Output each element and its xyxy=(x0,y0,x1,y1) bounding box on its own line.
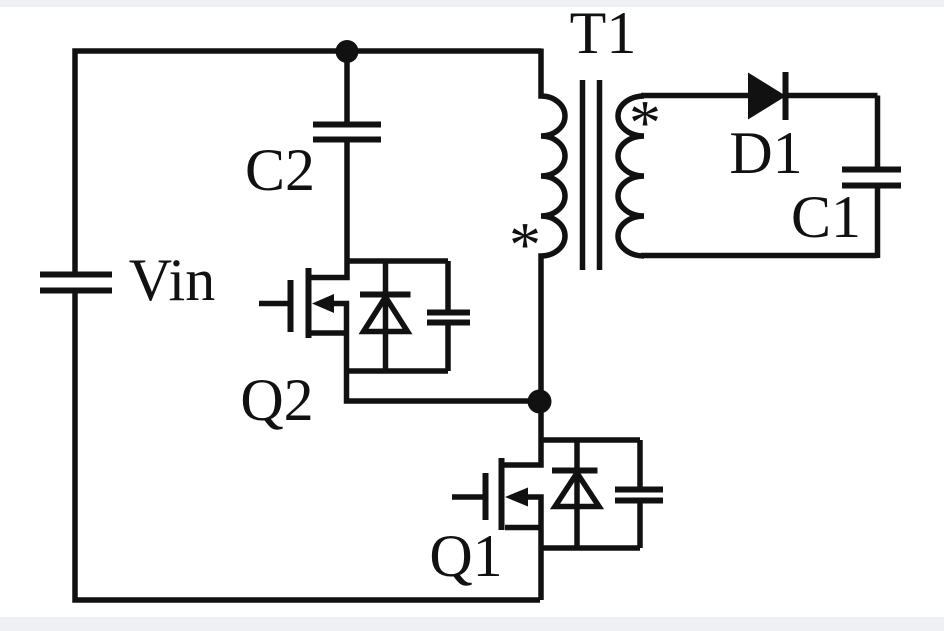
primary-polarity-dot-mark: * xyxy=(509,209,541,280)
q2-body-diode-triangle xyxy=(358,291,413,335)
q2-snubber-box xyxy=(346,258,451,374)
wire-layer xyxy=(72,48,881,603)
transformer-core-lines xyxy=(579,80,603,270)
c2-capacitor-plates xyxy=(313,121,381,143)
q1-label: Q1 xyxy=(429,523,502,589)
bottom-margin-band xyxy=(0,617,944,631)
c1-label: C1 xyxy=(791,184,861,250)
q1-source-wire xyxy=(505,494,544,600)
c1-capacitor-plates xyxy=(842,166,901,189)
q1-mosfet-arrow xyxy=(505,487,528,507)
t1-label: T1 xyxy=(570,0,637,66)
input-loop-wire xyxy=(72,48,541,603)
fill-layer xyxy=(312,40,786,507)
q1-body-diode-triangle xyxy=(549,467,605,510)
d1-diode-triangle xyxy=(748,72,786,120)
q2-mosfet-arrow xyxy=(312,294,334,313)
q1-snubber-capacitor-plates xyxy=(615,486,663,504)
transformer-secondary-winding xyxy=(615,93,645,259)
top-margin-band xyxy=(0,0,944,7)
q1-snubber-box xyxy=(541,437,643,551)
clamp-capacitor-branch-wire xyxy=(311,51,350,281)
switch-node-junction-dot xyxy=(527,389,552,414)
q2-label: Q2 xyxy=(240,367,313,433)
label-layer: Vin C2 T1 D1 C1 Q2 Q1 * * xyxy=(129,0,861,589)
vin-label: Vin xyxy=(129,247,215,313)
d1-label: D1 xyxy=(729,120,802,186)
q2-source-wire xyxy=(311,300,540,404)
top-junction-dot xyxy=(335,40,359,63)
transformer-primary-winding xyxy=(503,48,568,468)
q2-snubber-capacitor-plates xyxy=(427,309,470,326)
c2-label: C2 xyxy=(245,137,315,203)
secondary-polarity-dot-mark: * xyxy=(629,87,661,158)
vin-source-capacitor-plates xyxy=(40,271,112,294)
